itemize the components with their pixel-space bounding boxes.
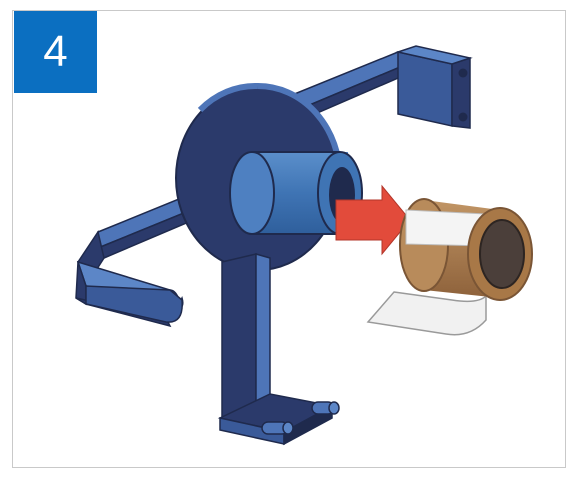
- vertical-post: [222, 254, 270, 418]
- rear-bracket: [398, 46, 470, 128]
